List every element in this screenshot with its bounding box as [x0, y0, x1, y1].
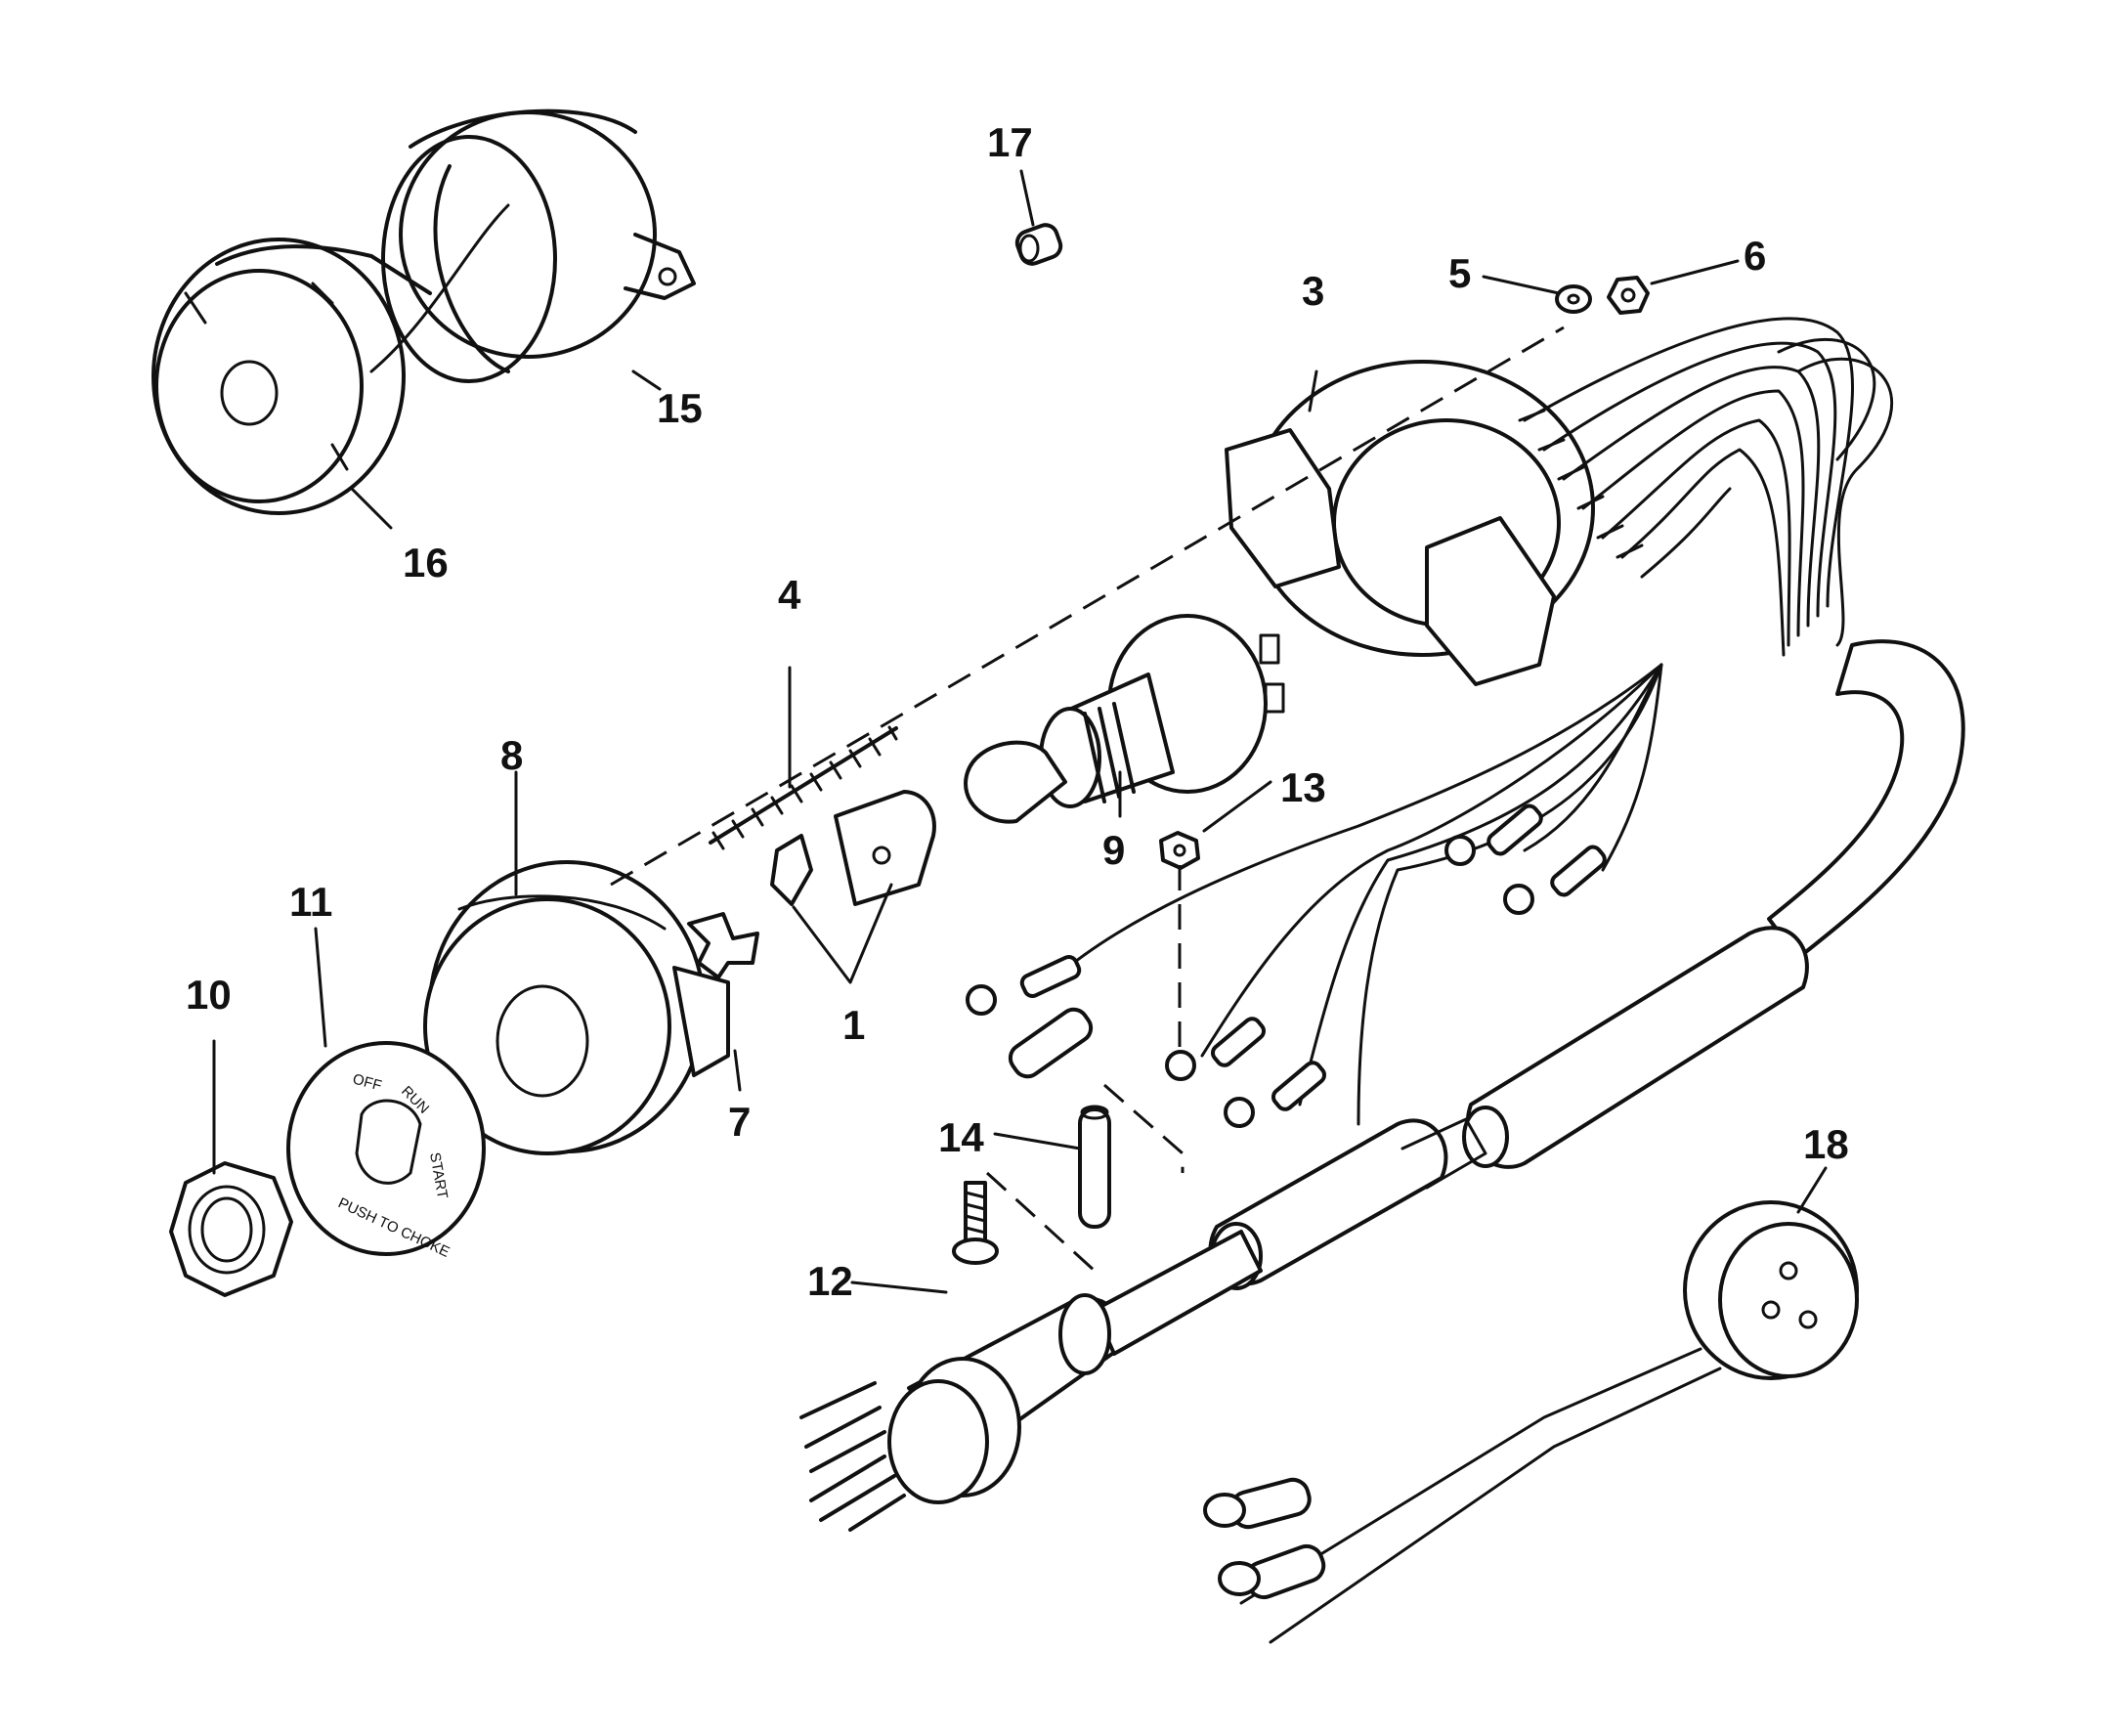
callout-12: 12	[807, 1258, 853, 1304]
wire-harness	[966, 317, 1965, 1128]
callout-1: 1	[842, 1002, 865, 1048]
leader-lines	[212, 169, 1828, 1294]
callout-11: 11	[289, 879, 332, 925]
callout-labels: 1 3 4 5 6 7 8 9 10 11 12 13 14 15 16 17 …	[186, 119, 1849, 1304]
part-8-housing	[423, 860, 730, 1155]
part-13-nut	[1159, 831, 1200, 870]
part-18-plug	[1203, 1200, 1859, 1644]
callout-10: 10	[186, 972, 232, 1018]
part-7-clip	[687, 912, 759, 979]
callout-9: 9	[1102, 827, 1125, 873]
part-12-screw	[952, 1181, 999, 1265]
callout-15: 15	[657, 385, 703, 431]
part-5-washer	[1555, 284, 1592, 314]
callout-14: 14	[938, 1114, 984, 1160]
alignment-lines	[610, 326, 1565, 1273]
part-17-sleeve	[1014, 223, 1063, 266]
callout-4: 4	[778, 572, 801, 618]
callout-6: 6	[1744, 233, 1766, 279]
part-4-spring	[709, 725, 898, 850]
callout-7: 7	[728, 1099, 751, 1145]
callout-13: 13	[1280, 764, 1326, 810]
callout-8: 8	[500, 732, 523, 778]
callout-18: 18	[1803, 1121, 1849, 1167]
callout-16: 16	[403, 540, 449, 586]
callout-5: 5	[1448, 250, 1471, 296]
part-10-hex-nut	[169, 1161, 293, 1297]
part-16-cover	[151, 238, 432, 515]
part-14-spacer	[1078, 1105, 1111, 1229]
callout-17: 17	[987, 119, 1033, 165]
part-6-nut	[1607, 276, 1650, 315]
part-1-contacts	[770, 790, 936, 906]
part-9-ignition-switch	[964, 614, 1285, 824]
multi-pin-connector	[799, 1230, 1263, 1532]
callout-3: 3	[1302, 268, 1324, 314]
part-15-bracket	[369, 108, 696, 383]
part-11-plate: OFF RUN START PUSH TO CHOKE	[286, 1041, 486, 1261]
part-3-retainer	[1225, 360, 1595, 686]
